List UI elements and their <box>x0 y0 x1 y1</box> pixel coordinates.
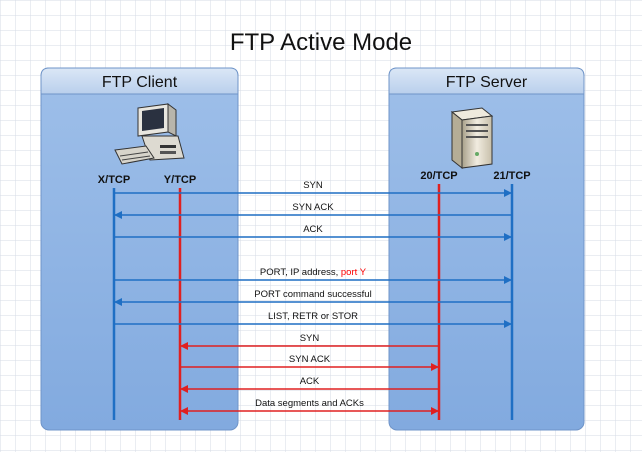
message-10: Data segments and ACKs <box>180 398 439 415</box>
message-label: PORT command successful <box>254 289 371 300</box>
arrowhead-right-icon <box>431 363 439 371</box>
server-panel-title: FTP Server <box>446 74 528 91</box>
arrowhead-left-icon <box>180 342 188 350</box>
client-panel-title: FTP Client <box>102 74 178 91</box>
message-4: PORT, IP address, port Y <box>114 267 512 284</box>
message-1: SYN <box>114 180 512 197</box>
arrowhead-left-icon <box>114 298 122 306</box>
message-label-highlight: port Y <box>341 267 367 278</box>
server-icon <box>450 107 494 170</box>
arrowhead-left-icon <box>114 211 122 219</box>
port-label-client-control: X/TCP <box>98 174 130 186</box>
port-label-client-data: Y/TCP <box>164 174 196 186</box>
arrowhead-right-icon <box>504 276 512 284</box>
message-9: ACK <box>180 376 439 393</box>
message-label: Data segments and ACKs <box>255 398 364 409</box>
message-2: SYN ACK <box>114 202 512 219</box>
message-label: SYN <box>303 180 323 191</box>
arrowhead-right-icon <box>504 233 512 241</box>
message-label: LIST, RETR or STOR <box>268 311 358 322</box>
arrowhead-left-icon <box>180 407 188 415</box>
message-label: ACK <box>303 224 323 235</box>
message-8: SYN ACK <box>180 354 439 371</box>
port-label-server-data: 20/TCP <box>420 170 457 182</box>
message-label: PORT, IP address, port Y <box>260 267 367 278</box>
diagram-title: FTP Active Mode <box>230 29 412 56</box>
message-7: SYN <box>180 333 439 350</box>
message-5: PORT command successful <box>114 289 512 306</box>
message-label: SYN ACK <box>292 202 334 213</box>
message-3: ACK <box>114 224 512 241</box>
client-panel: FTP Client <box>40 67 239 431</box>
port-label-server-control: 21/TCP <box>493 170 530 182</box>
arrowhead-right-icon <box>504 320 512 328</box>
message-sequence: SYN SYN ACK ACK PORT, IP address, port Y POR… <box>114 180 512 415</box>
arrowhead-right-icon <box>504 189 512 197</box>
arrowhead-left-icon <box>180 385 188 393</box>
message-label: SYN <box>300 333 320 344</box>
message-label: SYN ACK <box>289 354 331 365</box>
computer-icon <box>114 103 185 165</box>
arrowhead-right-icon <box>431 407 439 415</box>
message-6: LIST, RETR or STOR <box>114 311 512 328</box>
message-label: ACK <box>300 376 320 387</box>
